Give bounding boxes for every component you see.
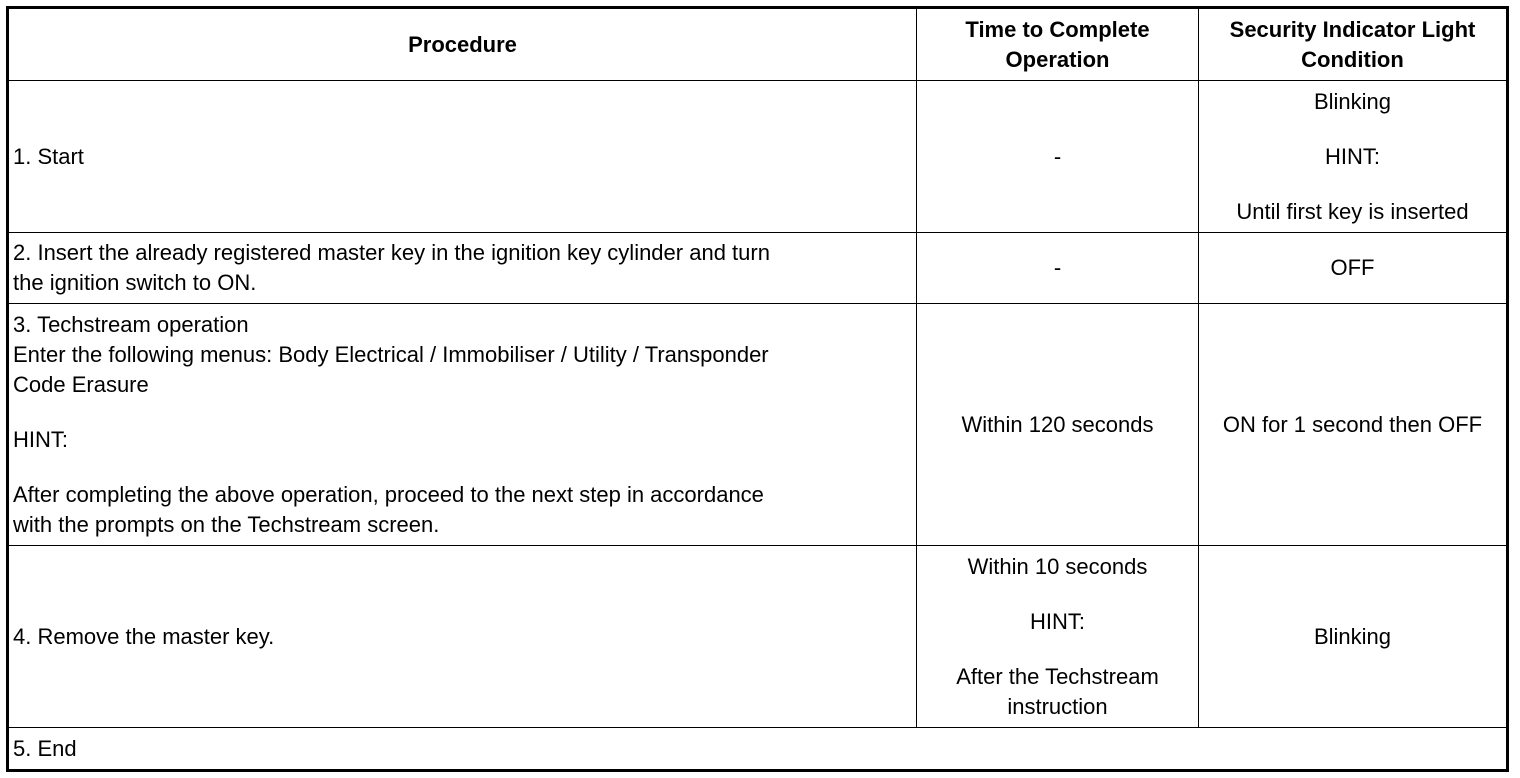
cell-procedure: 5. End bbox=[7, 727, 1508, 771]
time-text: Within 10 seconds bbox=[967, 553, 1148, 579]
header-indicator-line: Condition bbox=[1301, 46, 1404, 72]
cell-procedure: 1. Start bbox=[7, 80, 917, 233]
indicator-text: OFF bbox=[1330, 255, 1375, 280]
indicator-text: ON for 1 second then OFF bbox=[1222, 411, 1483, 437]
cell-indicator: ON for 1 second then OFF bbox=[1198, 303, 1508, 546]
procedure-text: 5. End bbox=[13, 735, 77, 761]
hint-label: HINT: bbox=[13, 426, 68, 452]
hint-text: instruction bbox=[1007, 693, 1108, 719]
procedure-text: Code Erasure bbox=[13, 371, 149, 397]
cell-procedure: 3. Techstream operation Enter the follow… bbox=[7, 303, 917, 546]
hint-label: HINT: bbox=[1325, 143, 1380, 169]
cell-time: - bbox=[916, 80, 1199, 233]
cell-procedure: 2. Insert the already registered master … bbox=[7, 232, 917, 304]
time-text: - bbox=[1053, 255, 1062, 280]
cell-time: - bbox=[916, 232, 1199, 304]
procedure-text: 3. Techstream operation bbox=[13, 311, 249, 337]
procedure-text: 1. Start bbox=[13, 143, 84, 169]
header-time-line: Operation bbox=[1005, 46, 1110, 72]
table-row: 2. Insert the already registered master … bbox=[7, 232, 1508, 304]
hint-text: After the Techstream bbox=[956, 663, 1159, 689]
hint-text: with the prompts on the Techstream scree… bbox=[13, 511, 440, 537]
indicator-text: Blinking bbox=[1313, 88, 1392, 114]
hint-text: After completing the above operation, pr… bbox=[13, 481, 764, 507]
header-indicator-line: Security Indicator Light bbox=[1229, 16, 1476, 42]
header-procedure: Procedure bbox=[7, 7, 917, 81]
hint-label: HINT: bbox=[1030, 608, 1085, 634]
cell-indicator: Blinking HINT: Until first key is insert… bbox=[1198, 80, 1508, 233]
time-text: Within 120 seconds bbox=[961, 411, 1154, 437]
header-time-to-complete: Time to Complete Operation bbox=[916, 7, 1199, 81]
table-row: 1. Start - Blinking HINT: Until first ke… bbox=[7, 80, 1508, 233]
indicator-text: Blinking bbox=[1313, 623, 1392, 649]
table-row: 5. End bbox=[7, 727, 1508, 771]
cell-time: Within 10 seconds HINT: After the Techst… bbox=[916, 545, 1199, 728]
table-row: 4. Remove the master key. Within 10 seco… bbox=[7, 545, 1508, 728]
table-row: 3. Techstream operation Enter the follow… bbox=[7, 303, 1508, 546]
header-time-line: Time to Complete bbox=[965, 16, 1150, 42]
header-row: Procedure Time to Complete Operation Sec… bbox=[7, 7, 1508, 81]
cell-time: Within 120 seconds bbox=[916, 303, 1199, 546]
header-security-indicator: Security Indicator Light Condition bbox=[1198, 7, 1508, 81]
procedure-table: Procedure Time to Complete Operation Sec… bbox=[6, 6, 1509, 772]
procedure-text: the ignition switch to ON. bbox=[13, 270, 257, 295]
cell-indicator: Blinking bbox=[1198, 545, 1508, 728]
time-text: - bbox=[1053, 143, 1062, 169]
procedure-text: Enter the following menus: Body Electric… bbox=[13, 341, 769, 367]
cell-procedure: 4. Remove the master key. bbox=[7, 545, 917, 728]
procedure-text: 4. Remove the master key. bbox=[13, 623, 275, 649]
procedure-text: 2. Insert the already registered master … bbox=[13, 240, 770, 265]
hint-text: Until first key is inserted bbox=[1236, 198, 1469, 224]
cell-indicator: OFF bbox=[1198, 232, 1508, 304]
